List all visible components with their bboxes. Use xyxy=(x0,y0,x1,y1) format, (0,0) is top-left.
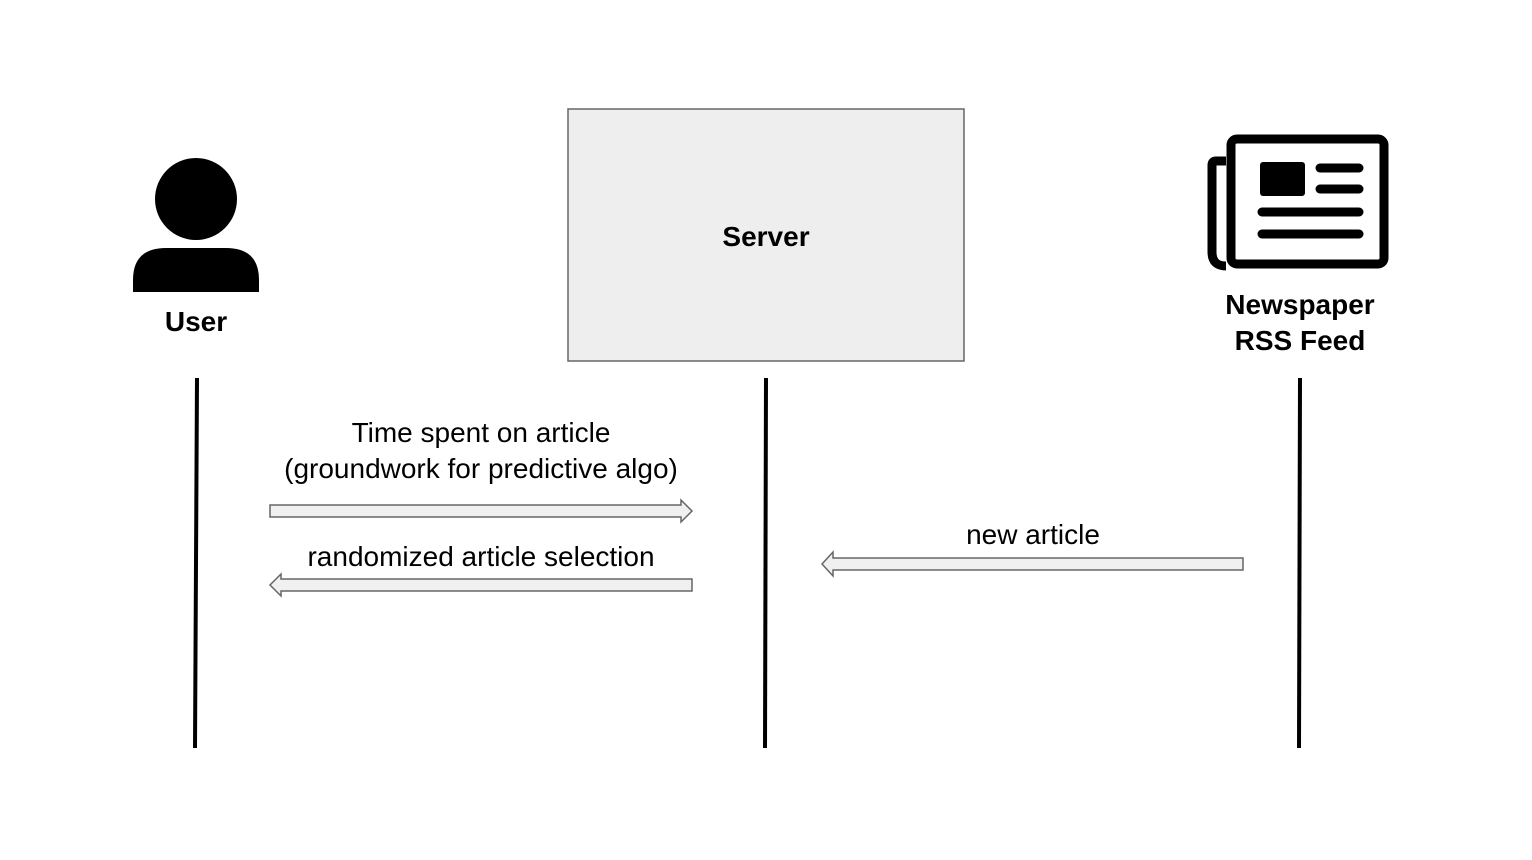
newspaper-icon xyxy=(1207,134,1389,271)
new-article-label: new article xyxy=(966,519,1100,550)
feed-actor: Newspaper RSS Feed xyxy=(1207,134,1389,356)
time-spent-label-line1: Time spent on article xyxy=(352,417,611,448)
user-actor: User xyxy=(133,158,259,337)
left-arrow xyxy=(268,572,693,598)
feed-lifeline xyxy=(1297,377,1302,749)
random-selection-label: randomized article selection xyxy=(307,541,654,572)
feed-label-line2: RSS Feed xyxy=(1235,325,1366,356)
server-label: Server xyxy=(722,221,809,252)
time-spent-label-line2: (groundwork for predictive algo) xyxy=(284,453,678,484)
user-lifeline xyxy=(193,377,199,749)
server-box xyxy=(567,108,965,362)
right-arrow xyxy=(269,498,694,524)
message-time-spent: Time spent on article (groundwork for pr… xyxy=(269,417,694,524)
message-new-article: new article xyxy=(820,519,1244,578)
user-label: User xyxy=(165,306,227,337)
server-lifeline xyxy=(763,377,768,749)
message-random-selection: randomized article selection xyxy=(268,541,693,598)
server-actor: Server xyxy=(567,108,965,362)
user-icon xyxy=(133,158,259,292)
feed-label-line1: Newspaper xyxy=(1225,289,1374,320)
left-arrow xyxy=(820,550,1244,578)
